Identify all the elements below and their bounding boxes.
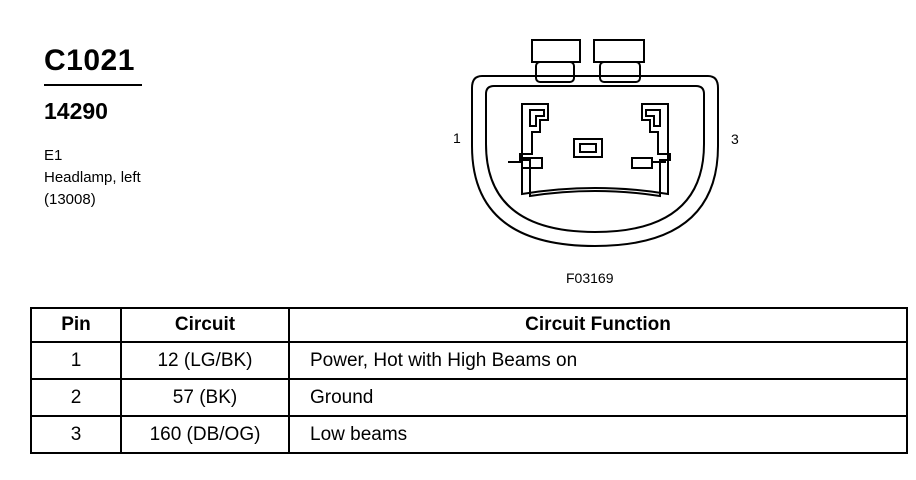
- figure-code: F03169: [566, 270, 614, 286]
- title-underline: [44, 84, 142, 86]
- location-code: E1: [44, 147, 63, 164]
- connector-outer-shell: [471, 75, 719, 248]
- circuit-cell: 160 (DB/OG): [120, 415, 290, 454]
- table-row: 3 160 (DB/OG) Low beams: [30, 415, 908, 454]
- pin-cell: 2: [30, 378, 122, 417]
- connector-id: C1021: [44, 44, 135, 77]
- column-header-pin: Pin: [30, 307, 122, 343]
- pin-table: Pin Circuit Circuit Function 1 12 (LG/BK…: [30, 307, 908, 454]
- function-cell: Ground: [288, 378, 908, 417]
- function-cell: Power, Hot with High Beams on: [288, 341, 908, 380]
- circuit-cell: 57 (BK): [120, 378, 290, 417]
- locking-tab-right-base: [599, 61, 641, 83]
- locking-tab-left-base: [535, 61, 575, 83]
- table-row: 1 12 (LG/BK) Power, Hot with High Beams …: [30, 341, 908, 380]
- part-number: 14290: [44, 98, 108, 124]
- component-name: Headlamp, left: [44, 169, 141, 186]
- pin-3-label: 3: [731, 131, 739, 147]
- latch-right: [631, 157, 653, 169]
- pin-3-terminal: [645, 109, 661, 127]
- terminal-cavity: [519, 103, 671, 198]
- column-header-function: Circuit Function: [288, 307, 908, 343]
- locking-tab-right: [593, 39, 645, 63]
- pin-2-terminal: [573, 138, 603, 158]
- pin-1-terminal: [529, 109, 545, 127]
- connector-inner-shell: [485, 85, 705, 234]
- locking-tab-left: [531, 39, 581, 63]
- circuit-cell: 12 (LG/BK): [120, 341, 290, 380]
- pin-cell: 3: [30, 415, 122, 454]
- component-part-number: (13008): [44, 191, 96, 208]
- table-header-row: Pin Circuit Circuit Function: [30, 307, 908, 343]
- pin-1-label: 1: [453, 130, 461, 146]
- connector-face-diagram: [471, 39, 719, 248]
- table-row: 2 57 (BK) Ground: [30, 378, 908, 417]
- pin-cell: 1: [30, 341, 122, 380]
- column-header-circuit: Circuit: [120, 307, 290, 343]
- function-cell: Low beams: [288, 415, 908, 454]
